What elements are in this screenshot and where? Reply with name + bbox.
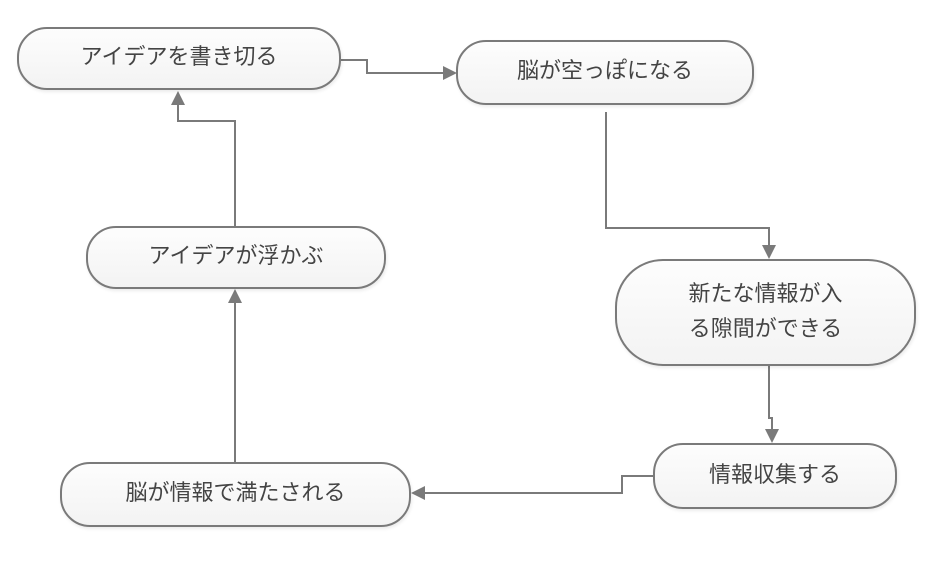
node-idea-float: アイデアが浮かぶ <box>86 226 386 289</box>
node-collect: 情報収集する <box>653 443 897 509</box>
node-label-line-2: る隙間ができる <box>688 316 843 342</box>
node-brain-full: 脳が情報で満たされる <box>60 462 411 527</box>
arrowhead-left <box>411 486 425 500</box>
node-label: 脳が情報で満たされる <box>125 481 346 507</box>
connector-idea-float-to-idea-write <box>177 105 236 226</box>
connector-collect-to-brain-full <box>425 475 653 494</box>
node-label: 脳が空っぽになる <box>516 59 693 85</box>
arrowhead-down <box>762 245 776 259</box>
arrowhead-down <box>765 429 779 443</box>
arrowhead-up <box>228 289 242 303</box>
node-new-info: 新たな情報が入 る隙間ができる <box>615 259 916 366</box>
node-label: アイデアを書き切る <box>80 45 278 71</box>
node-label-line-1: 新たな情報が入 <box>688 282 843 308</box>
arrowhead-right <box>443 66 457 80</box>
connector-brain-empty-to-new-info <box>605 112 770 245</box>
node-label-group: 新たな情報が入 る隙間ができる <box>688 278 842 346</box>
node-idea-write: アイデアを書き切る <box>17 27 341 90</box>
connector-new-info-to-collect <box>768 366 773 429</box>
node-label: アイデアが浮かぶ <box>148 244 324 270</box>
node-label: 情報収集する <box>708 462 841 488</box>
connector-idea-write-to-brain-empty <box>341 59 443 74</box>
arrowhead-up <box>171 91 185 105</box>
node-brain-empty: 脳が空っぽになる <box>456 40 754 105</box>
